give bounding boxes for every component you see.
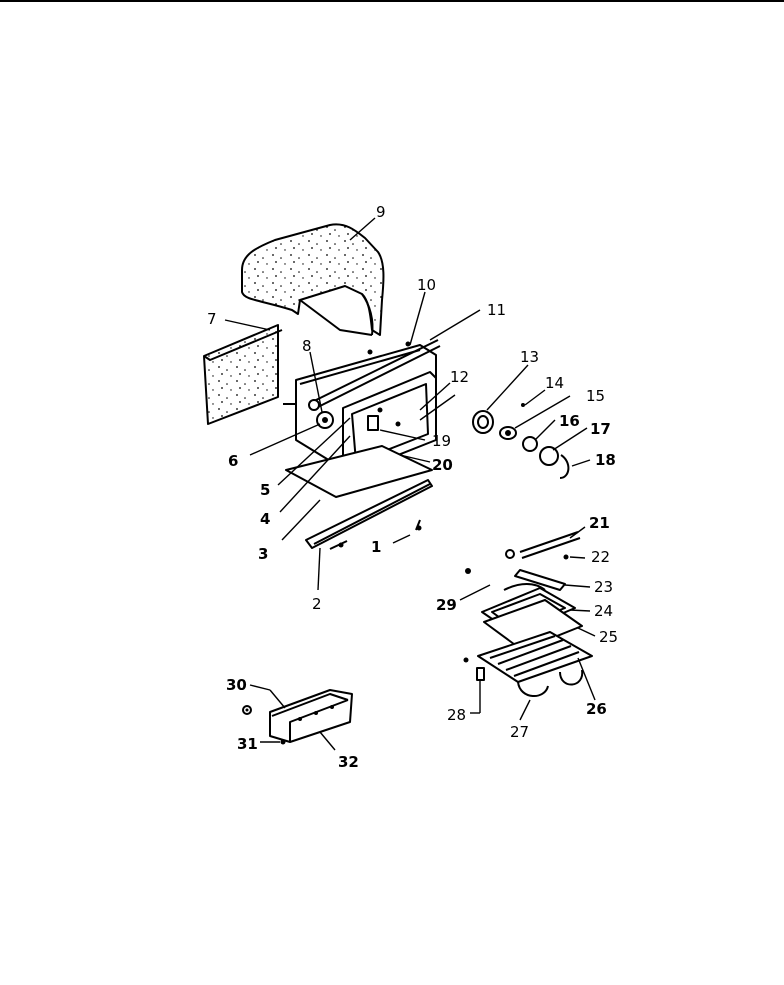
callout-2: 2 — [312, 595, 322, 613]
callout-19: 19 — [432, 432, 451, 450]
part-9-insulation-wrap — [241, 223, 385, 336]
callout-28: 28 — [447, 706, 466, 724]
callout-17: 17 — [590, 420, 611, 438]
callout-7: 7 — [207, 310, 217, 328]
part-2-trim-strip — [305, 479, 433, 549]
part-3-bottom-panel — [285, 445, 433, 498]
callout-labels: 9 10 11 7 8 12 13 14 15 16 17 18 19 20 6… — [207, 203, 618, 771]
callout-25: 25 — [599, 628, 618, 646]
callout-3: 3 — [258, 545, 268, 563]
callout-23: 23 — [594, 578, 613, 596]
part-30-broiler-box — [242, 689, 353, 745]
light-assembly — [472, 403, 570, 479]
callout-13: 13 — [520, 348, 539, 366]
callout-22: 22 — [591, 548, 610, 566]
callout-11: 11 — [487, 301, 506, 319]
callout-8: 8 — [302, 337, 312, 355]
callout-27: 27 — [510, 723, 529, 741]
callout-12: 12 — [450, 368, 469, 386]
callout-14: 14 — [545, 374, 564, 392]
callout-18: 18 — [595, 451, 616, 469]
callout-32: 32 — [338, 753, 359, 771]
callout-10: 10 — [417, 276, 436, 294]
callout-30: 30 — [226, 676, 247, 694]
callout-15: 15 — [586, 387, 605, 405]
broil-element-assembly — [463, 531, 593, 697]
leader-lines — [224, 217, 596, 751]
callout-29: 29 — [436, 596, 457, 614]
part-1-screws — [329, 519, 422, 550]
callout-16: 16 — [559, 412, 580, 430]
callout-26: 26 — [586, 700, 607, 718]
callout-1: 1 — [371, 538, 381, 556]
callout-21: 21 — [589, 514, 610, 532]
oven-cavity — [283, 339, 441, 475]
callout-5: 5 — [260, 481, 270, 499]
callout-24: 24 — [594, 602, 613, 620]
part-7-side-insulation — [203, 324, 283, 425]
callout-4: 4 — [260, 510, 270, 528]
callout-31: 31 — [237, 735, 258, 753]
callout-6: 6 — [228, 452, 238, 470]
callout-20: 20 — [432, 456, 453, 474]
callout-9: 9 — [376, 203, 386, 221]
